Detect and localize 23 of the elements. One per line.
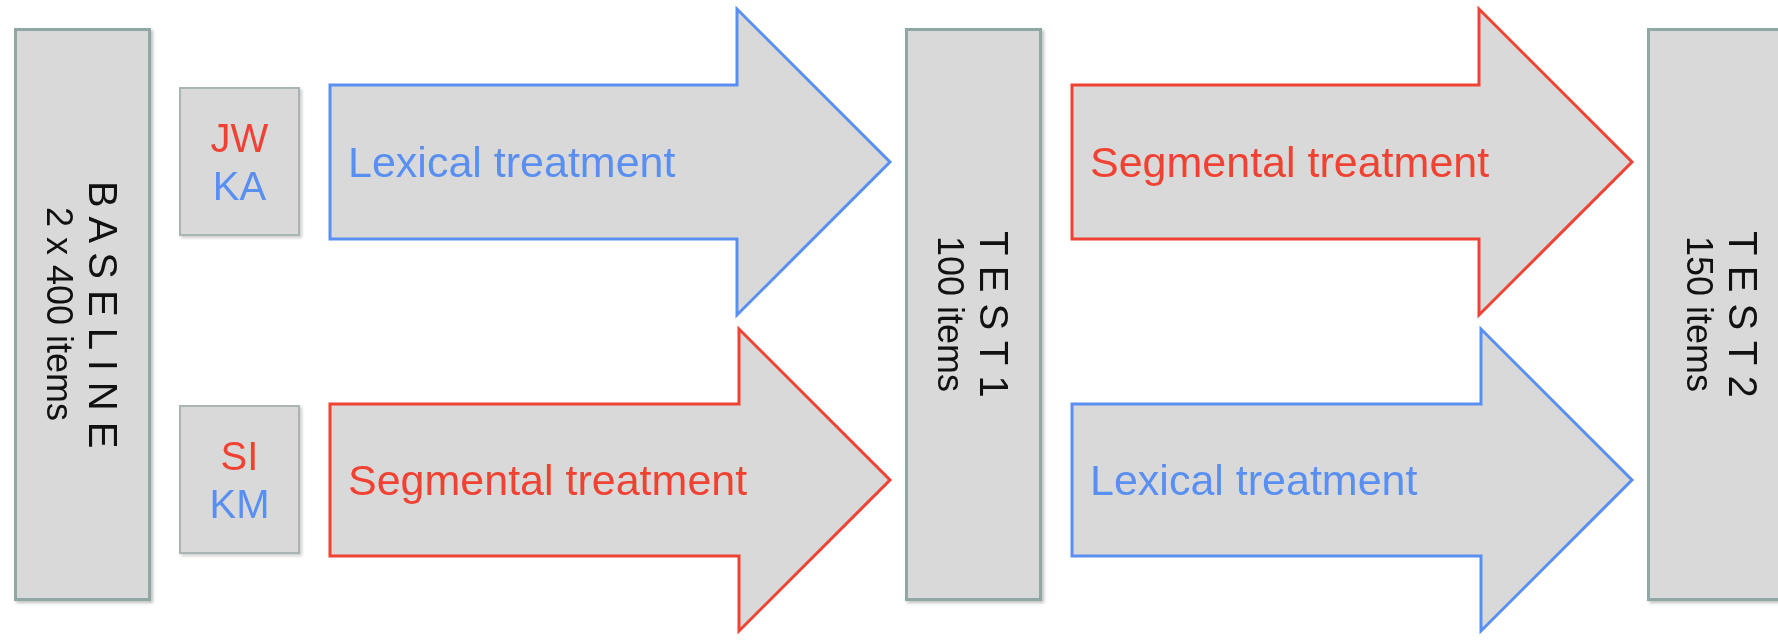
edge-label: Segmental treatment [1090, 137, 1490, 187]
box-text: 2 x 400 items [38, 207, 81, 422]
box-heading: T E S T 1 [971, 231, 1018, 398]
edge-label: Segmental treatment [348, 455, 748, 505]
stage-box [14, 28, 151, 601]
box-heading: T E S T 2 [1719, 231, 1766, 398]
box-text: 100 items [929, 236, 972, 393]
participant-initials: SI [220, 432, 259, 480]
participant-box [179, 87, 300, 236]
participant-initials: KA [212, 162, 267, 210]
block-arrow [328, 325, 893, 635]
stage-box [1647, 28, 1778, 601]
participant-box [179, 405, 300, 554]
edge-label: Lexical treatment [1090, 455, 1418, 505]
edge-label: Lexical treatment [348, 137, 676, 187]
box-text: 150 items [1678, 236, 1720, 393]
block-arrow [1070, 5, 1635, 319]
participant-initials: JW [210, 114, 269, 162]
block-arrow [328, 5, 893, 319]
stage-box [905, 28, 1042, 601]
participant-initials: KM [209, 480, 270, 528]
block-arrow [1070, 325, 1635, 635]
box-heading: B A S E L I N E [80, 180, 127, 449]
